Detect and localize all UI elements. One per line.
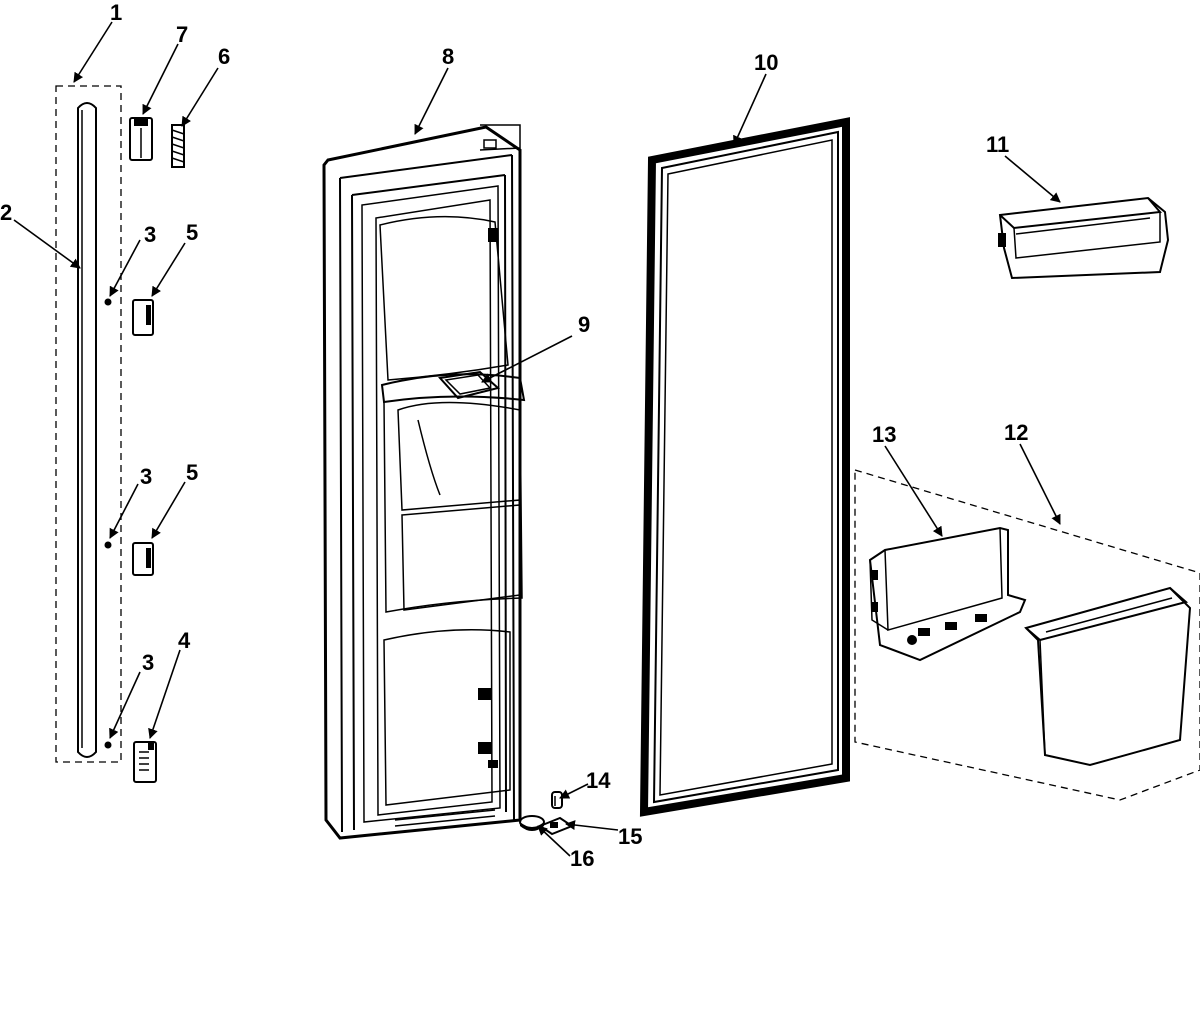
callout-3a: 3 — [144, 222, 156, 247]
leader-7 — [142, 43, 179, 115]
leader-8 — [414, 67, 449, 135]
tube-part-2 — [77, 102, 97, 758]
callout-14: 14 — [586, 768, 611, 793]
callout-9: 9 — [578, 312, 590, 337]
door-bin-part-11 — [998, 196, 1170, 280]
leader-4 — [148, 649, 181, 739]
callout-13: 13 — [872, 422, 896, 447]
cover-part-5b — [132, 542, 154, 576]
callout-16: 16 — [570, 846, 594, 871]
callout-4: 4 — [178, 628, 191, 653]
callout-3c: 3 — [142, 650, 154, 675]
callout-6: 6 — [218, 44, 230, 69]
screw-part-3a — [104, 298, 112, 306]
leader-1 — [73, 21, 113, 83]
leader-3a — [109, 239, 141, 297]
callout-3b: 3 — [140, 464, 152, 489]
door-bin — [1024, 586, 1192, 767]
assembly-dashed-box-1 — [55, 85, 122, 763]
screw-part-3b — [104, 541, 112, 549]
leader-3c — [109, 671, 141, 739]
callout-2: 2 — [0, 200, 12, 225]
dispenser-cup-part-9 — [438, 370, 501, 400]
leader-13 — [884, 445, 943, 537]
callout-5b: 5 — [186, 460, 198, 485]
hinge-rod-assembly — [55, 85, 185, 783]
door-gasket-part-10 — [639, 117, 850, 817]
callout-7: 7 — [176, 22, 188, 47]
callout-8: 8 — [442, 44, 454, 69]
callout-11: 11 — [986, 132, 1009, 157]
cover-part-5a — [132, 299, 154, 336]
callout-1: 1 — [110, 0, 122, 25]
clip-part-14 — [551, 791, 563, 809]
callout-5a: 5 — [186, 220, 198, 245]
connector-part-4 — [133, 741, 157, 783]
leader-10 — [733, 73, 767, 146]
callout-10: 10 — [754, 50, 778, 75]
leader-9 — [481, 335, 573, 383]
leader-2 — [13, 219, 81, 269]
callout-labels: 1 2 3 3 3 4 5 5 6 7 8 9 10 11 12 13 14 1… — [0, 0, 1028, 871]
callout-12: 12 — [1004, 420, 1028, 445]
leader-6 — [181, 67, 219, 127]
screw-part-3c — [104, 741, 112, 749]
leader-lines — [13, 21, 1061, 857]
assembly-dashed-box-12 — [854, 469, 1200, 801]
bin-assembly-part-12 — [854, 469, 1200, 801]
leader-12 — [1019, 443, 1061, 525]
leader-5a — [151, 242, 186, 297]
leader-14 — [559, 783, 589, 799]
leader-16 — [537, 825, 571, 857]
spring-part-6 — [171, 124, 185, 168]
leader-15 — [565, 820, 619, 831]
callout-15: 15 — [618, 824, 642, 849]
door-part-8 — [322, 124, 526, 840]
leader-3b — [109, 483, 139, 539]
leader-5b — [151, 481, 186, 539]
bracket-part-7 — [129, 117, 153, 161]
leader-11 — [1004, 155, 1061, 203]
bin-bracket-part-13 — [868, 526, 1027, 662]
